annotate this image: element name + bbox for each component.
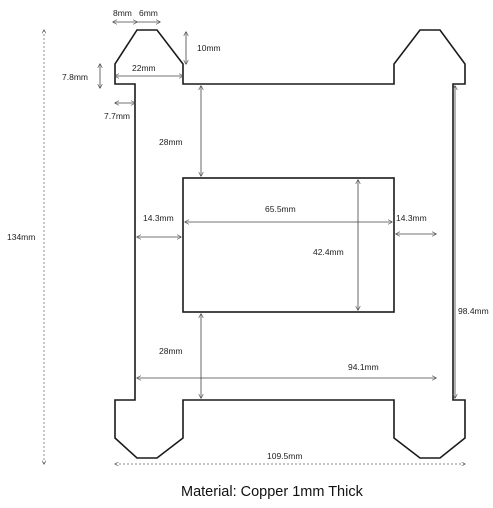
- label-top-flat: 6mm: [139, 8, 158, 18]
- label-upper-gap: 28mm: [159, 137, 183, 147]
- label-chamfer-height: 10mm: [197, 43, 221, 53]
- caption: Material: Copper 1mm Thick: [181, 484, 364, 500]
- label-top-chamfer: 8mm: [113, 8, 132, 18]
- label-lower-gap: 28mm: [159, 346, 183, 356]
- label-right-margin: 14.3mm: [396, 213, 427, 223]
- label-right-height: 98.4mm: [458, 306, 489, 316]
- label-tab-width: 22mm: [132, 63, 156, 73]
- label-overall-width: 109.5mm: [267, 451, 302, 461]
- label-pad-height: 42.4mm: [313, 247, 344, 257]
- label-inner-width: 94.1mm: [348, 362, 379, 372]
- label-left-margin: 14.3mm: [143, 213, 174, 223]
- label-pad-width: 65.5mm: [265, 204, 296, 214]
- center-pad: [182, 177, 395, 313]
- label-tab-height: 7.8mm: [62, 72, 88, 82]
- label-overall-height: 134mm: [7, 232, 35, 242]
- label-tab-notch: 7.7mm: [104, 111, 130, 121]
- part-outline: [114, 29, 466, 459]
